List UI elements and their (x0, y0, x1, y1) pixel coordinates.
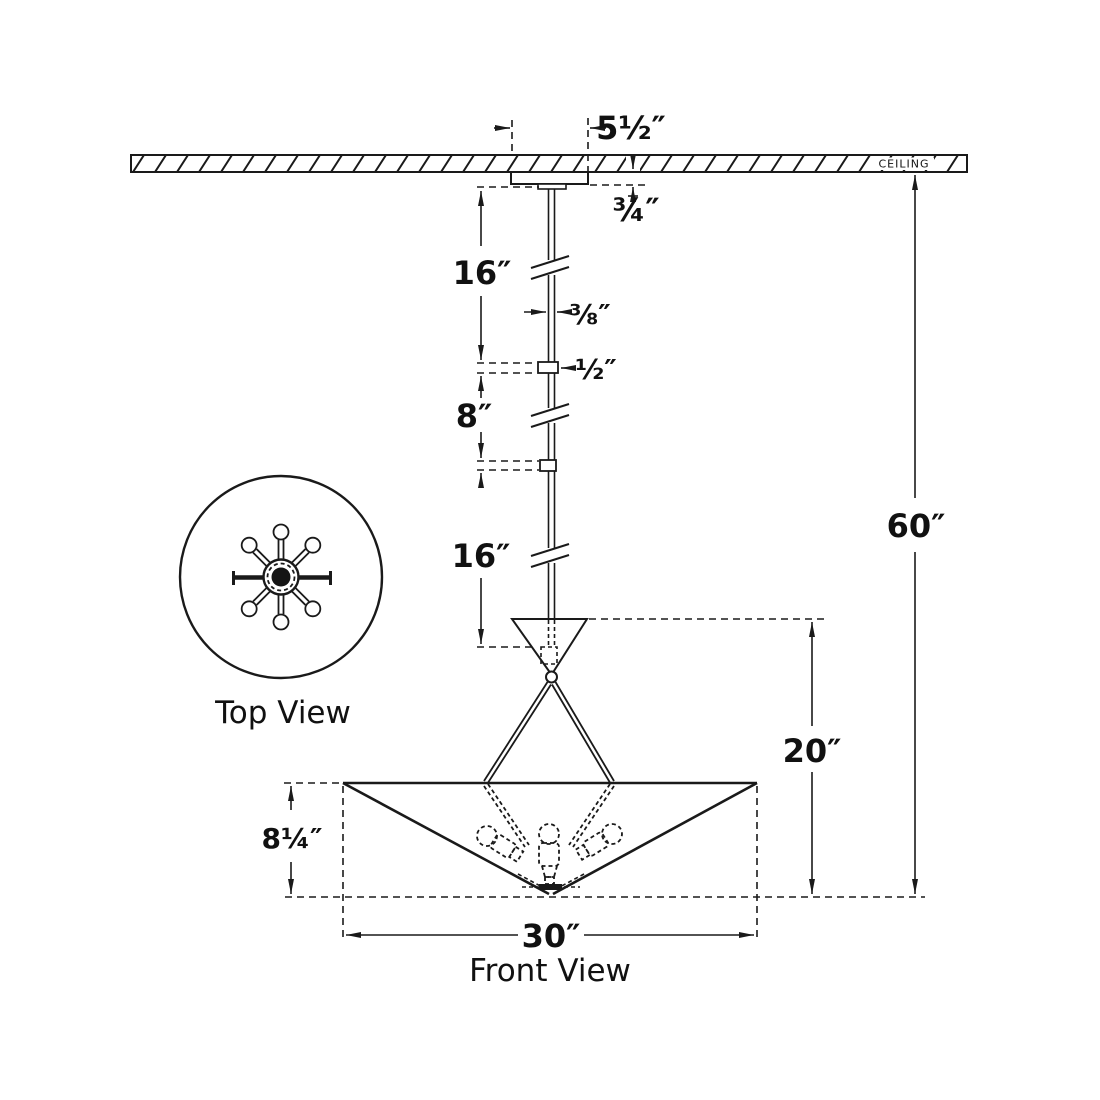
overall-height-dimension: 60″ (887, 175, 946, 894)
rod-diameter-label: ⅜″ (569, 298, 611, 331)
rod-break-icon (530, 403, 570, 428)
shade-front-view (342, 781, 758, 896)
rod-upper-label: 16″ (453, 254, 512, 292)
sputnik-arms (240, 523, 322, 631)
rod-upper-dimension: 16″ (453, 186, 539, 360)
overall-height-label: 60″ (887, 507, 946, 545)
ceiling-label: CEILING (879, 158, 930, 171)
rod-break-icon (530, 255, 570, 280)
rod-coupler: ½″ (477, 353, 617, 386)
fixture-height-dimension: 20″ (589, 618, 842, 894)
canopy-collar (537, 183, 567, 190)
hanger-legs (483, 681, 615, 848)
shade-height-label: 8¼″ (262, 822, 323, 855)
rod-lower-dimension: 16″ (452, 473, 552, 648)
shade-height-dimension: 8¼″ (262, 782, 341, 894)
fixture-height-label: 20″ (783, 732, 842, 770)
bulb-center (538, 823, 560, 885)
top-view-label: Top View (214, 695, 351, 731)
shade-width-label: 30″ (522, 917, 581, 955)
canopy-height-dimension: ¾″ (590, 154, 660, 229)
rod-lower-label: 16″ (452, 537, 511, 575)
rod-middle-label: 8″ (456, 397, 493, 435)
bulb-cluster (476, 823, 623, 885)
canopy (510, 171, 589, 190)
ceiling-band: CEILING (130, 154, 968, 173)
bulb-left (476, 825, 525, 863)
coupler-label: ½″ (575, 353, 617, 386)
canopy-width-dimension: 5½″ (494, 109, 666, 171)
canopy-height-label: ¾″ (612, 191, 659, 229)
sputnik-hub (262, 558, 300, 596)
rod-middle-dimension: 8″ (456, 376, 493, 458)
rod-break-icon (530, 543, 570, 568)
front-view-label: Front View (469, 953, 631, 989)
rod-diameter-dimension: ⅜″ (524, 298, 611, 331)
rod-coupler (477, 459, 557, 472)
shade-finial (539, 884, 562, 890)
canopy-width-label: 5½″ (596, 109, 666, 147)
cone-neck-ball (545, 670, 558, 684)
shade-width-dimension: 30″ (342, 786, 758, 955)
upper-cone (510, 618, 589, 684)
ceiling-label-backing (874, 157, 934, 170)
shade-top-view (178, 474, 384, 680)
